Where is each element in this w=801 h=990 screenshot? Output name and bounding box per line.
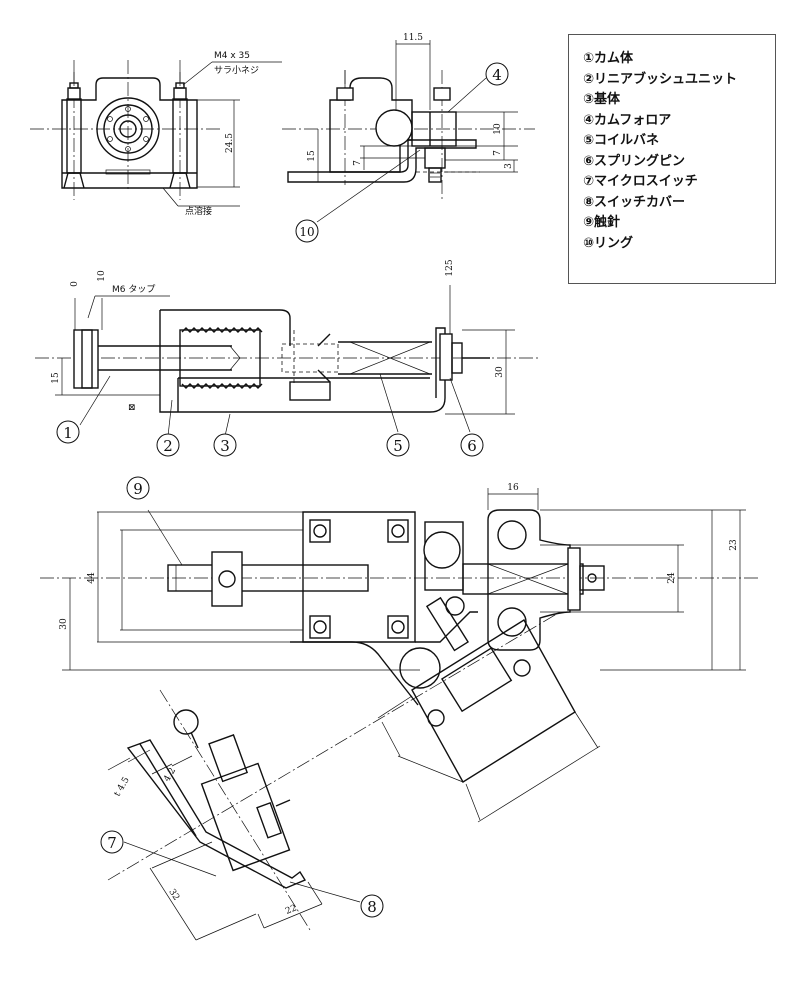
- dim-plan-23: 23: [729, 539, 739, 551]
- note-tap: M6 タップ: [112, 284, 155, 295]
- note-weld: 点溶接: [185, 205, 212, 217]
- dim-det-32: 32: [166, 887, 181, 902]
- legend-item: ⑦マイクロスイッチ: [583, 174, 698, 189]
- dim-det-22: 22: [284, 903, 298, 917]
- parts-legend: ①カム体 ②リニアブッシュユニット ③基体 ④カムフォロア ⑤コイルバネ ⑥スプ…: [568, 34, 776, 284]
- legend-item: ⑤コイルバネ: [583, 133, 660, 148]
- legend-item: ⑨触針: [583, 215, 621, 230]
- svg-text:2: 2: [163, 437, 173, 455]
- balloon-1: 1: [56, 420, 80, 444]
- section-view: 0 10 M6 タップ 125 15 30 ⊠: [35, 259, 540, 437]
- dim-side-10: 10: [493, 123, 503, 135]
- side-view: 11.5 15 10 7 3 7: [282, 33, 535, 223]
- balloon-6: 6: [460, 433, 484, 457]
- legend-item: ②リニアブッシュユニット: [583, 71, 738, 87]
- balloon-7: 7: [100, 830, 124, 854]
- svg-text:9: 9: [133, 480, 143, 498]
- dim-plan-30: 30: [59, 618, 69, 630]
- note-screw: M4 x 35: [214, 51, 250, 61]
- plan-view: 44 30 16 23 24: [40, 483, 760, 881]
- dim-side-7b: 7: [493, 150, 503, 156]
- dim-side-7a: 7: [353, 160, 363, 166]
- front-view: 24.5 M4 x 35 サラ小ネジ 点溶接: [30, 51, 282, 217]
- svg-text:10: 10: [299, 225, 314, 239]
- legend-item: ⑧スイッチカバー: [583, 194, 686, 210]
- svg-text:4: 4: [492, 66, 502, 84]
- dim-side-width: 11.5: [403, 33, 423, 43]
- dim-front-height: 24.5: [225, 133, 235, 153]
- dim-sec-15: 15: [51, 372, 61, 384]
- balloon-4: 4: [485, 62, 509, 86]
- svg-text:5: 5: [393, 437, 403, 455]
- svg-text:7: 7: [107, 834, 117, 852]
- switch-detail: t 4.5 4.2 32 22: [107, 689, 361, 941]
- legend-item: ①カム体: [583, 51, 634, 66]
- legend-item: ③基体: [583, 92, 621, 107]
- balloon-5: 5: [386, 433, 410, 457]
- dim-det-t45: t 4.5: [113, 775, 132, 798]
- dim-side-height: 15: [307, 150, 317, 162]
- legend-item: ④カムフォロア: [583, 112, 672, 128]
- svg-text:1: 1: [63, 424, 73, 442]
- balloon-3: 3: [213, 433, 237, 457]
- dim-side-3: 3: [504, 163, 514, 169]
- dim-sec-30: 30: [495, 366, 505, 378]
- dim-sec-125: 125: [445, 259, 455, 276]
- balloon-2: 2: [156, 433, 180, 457]
- svg-text:8: 8: [367, 898, 377, 916]
- svg-text:⊠: ⊠: [128, 403, 136, 413]
- dim-sec-10: 10: [97, 270, 107, 282]
- note-screw-type: サラ小ネジ: [214, 65, 259, 76]
- legend-item: ⑩リング: [583, 235, 634, 251]
- svg-text:3: 3: [220, 437, 230, 455]
- balloon-8: 8: [360, 894, 384, 918]
- dim-plan-24: 24: [667, 572, 677, 584]
- legend-item: ⑥スプリングピン: [583, 153, 686, 169]
- balloon-10: 10: [295, 219, 319, 243]
- dim-sec-0: 0: [70, 281, 80, 287]
- balloon-9: 9: [126, 476, 150, 500]
- dim-plan-44: 44: [87, 572, 97, 584]
- svg-text:6: 6: [467, 437, 477, 455]
- dim-plan-16: 16: [507, 483, 519, 493]
